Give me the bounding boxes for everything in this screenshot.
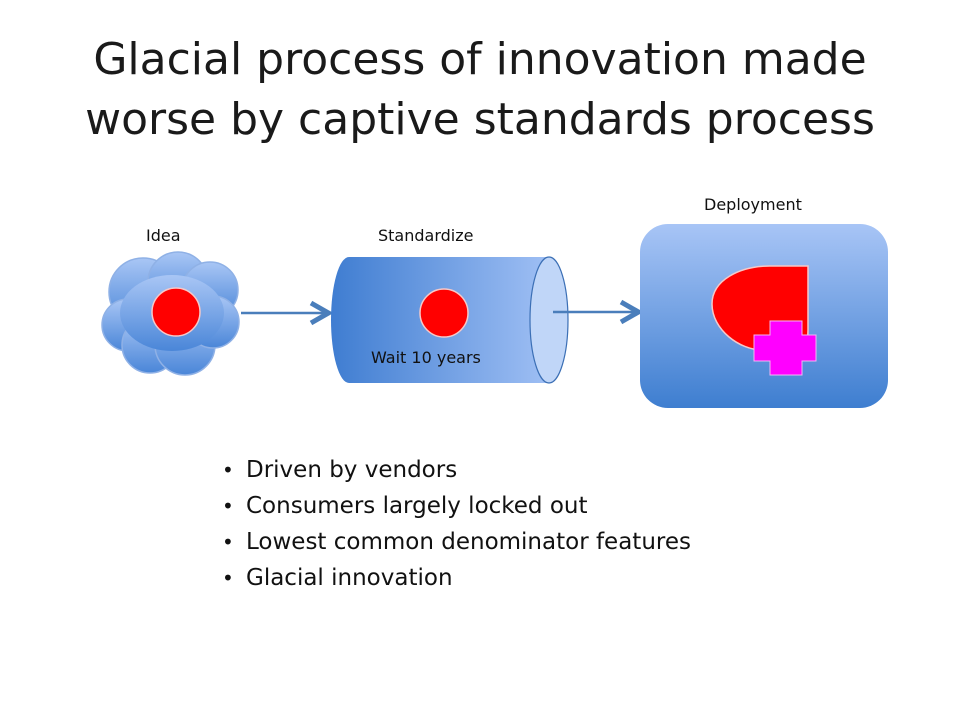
standardize-label: Standardize — [378, 226, 474, 245]
standardize-caption: Wait 10 years — [371, 348, 481, 367]
bullet-item: •Consumers largely locked out — [220, 488, 840, 524]
bullet-item: •Driven by vendors — [220, 452, 840, 488]
title-line-1: Glacial process of innovation made — [93, 34, 867, 85]
deployment-magenta-plus-icon — [753, 320, 817, 376]
bullet-dot-icon: • — [222, 566, 234, 590]
bullet-list: •Driven by vendors •Consumers largely lo… — [220, 452, 840, 596]
title-line-2: worse by captive standards process — [85, 94, 875, 145]
deployment-label: Deployment — [704, 195, 802, 214]
standardize-red-circle — [419, 288, 469, 338]
bullet-dot-icon: • — [222, 458, 234, 482]
idea-label: Idea — [146, 226, 181, 245]
slide-title: Glacial process of innovation made worse… — [40, 30, 920, 150]
bullet-item: •Glacial innovation — [220, 560, 840, 596]
bullet-dot-icon: • — [222, 530, 234, 554]
bullet-item: •Lowest common denominator features — [220, 524, 840, 560]
idea-red-circle — [151, 287, 201, 337]
bullet-dot-icon: • — [222, 494, 234, 518]
